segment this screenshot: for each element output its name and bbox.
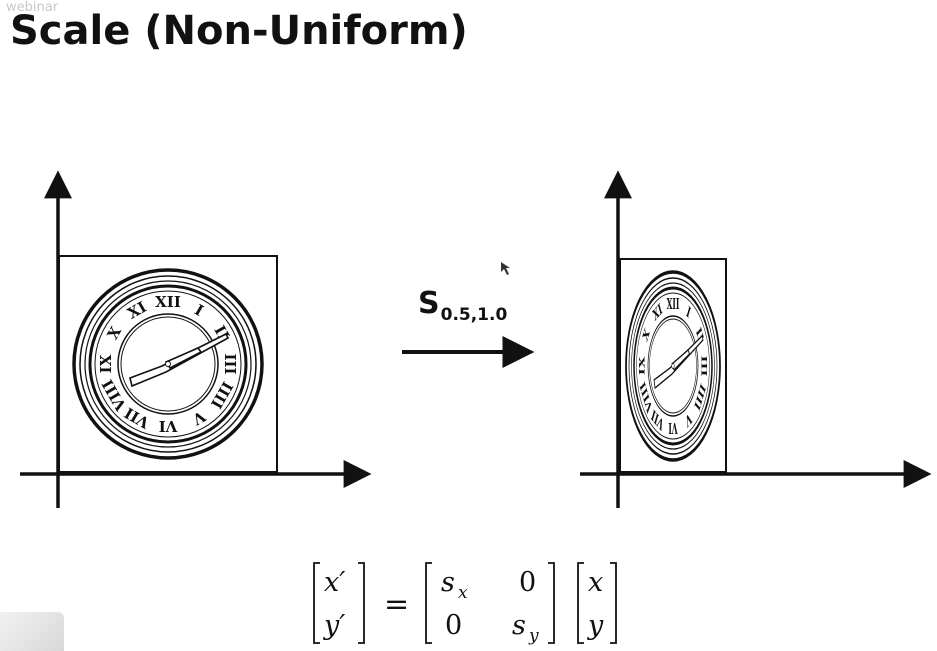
lhs-y-prime: y′ bbox=[323, 610, 345, 641]
clock-original bbox=[72, 268, 264, 460]
rhs-x: x bbox=[588, 567, 603, 598]
matrix-equation: x′ y′ = s x 0 0 s y x y bbox=[313, 562, 617, 646]
clock-scaled bbox=[624, 270, 722, 462]
equals-sign: = bbox=[384, 587, 409, 622]
matrix-sx-symbol: s bbox=[441, 567, 455, 598]
slide-title: Scale (Non-Uniform) bbox=[10, 8, 468, 54]
operator-symbol: S bbox=[418, 286, 440, 321]
matrix-sy-sub: y bbox=[528, 626, 539, 646]
mouse-cursor-icon bbox=[501, 262, 510, 275]
rhs-y: y bbox=[587, 610, 604, 641]
matrix-sy-symbol: s bbox=[512, 610, 526, 641]
matrix-zero-bottom: 0 bbox=[445, 610, 462, 641]
scale-operator-label: S0.5,1.0 bbox=[418, 286, 507, 325]
matrix-zero-top: 0 bbox=[519, 567, 536, 598]
corner-thumbnail bbox=[0, 612, 64, 651]
lhs-x-prime: x′ bbox=[324, 567, 345, 598]
watermark-text: webinar bbox=[6, 0, 59, 15]
operator-subscript: 0.5,1.0 bbox=[440, 305, 508, 325]
matrix-sx-sub: x bbox=[458, 583, 468, 603]
